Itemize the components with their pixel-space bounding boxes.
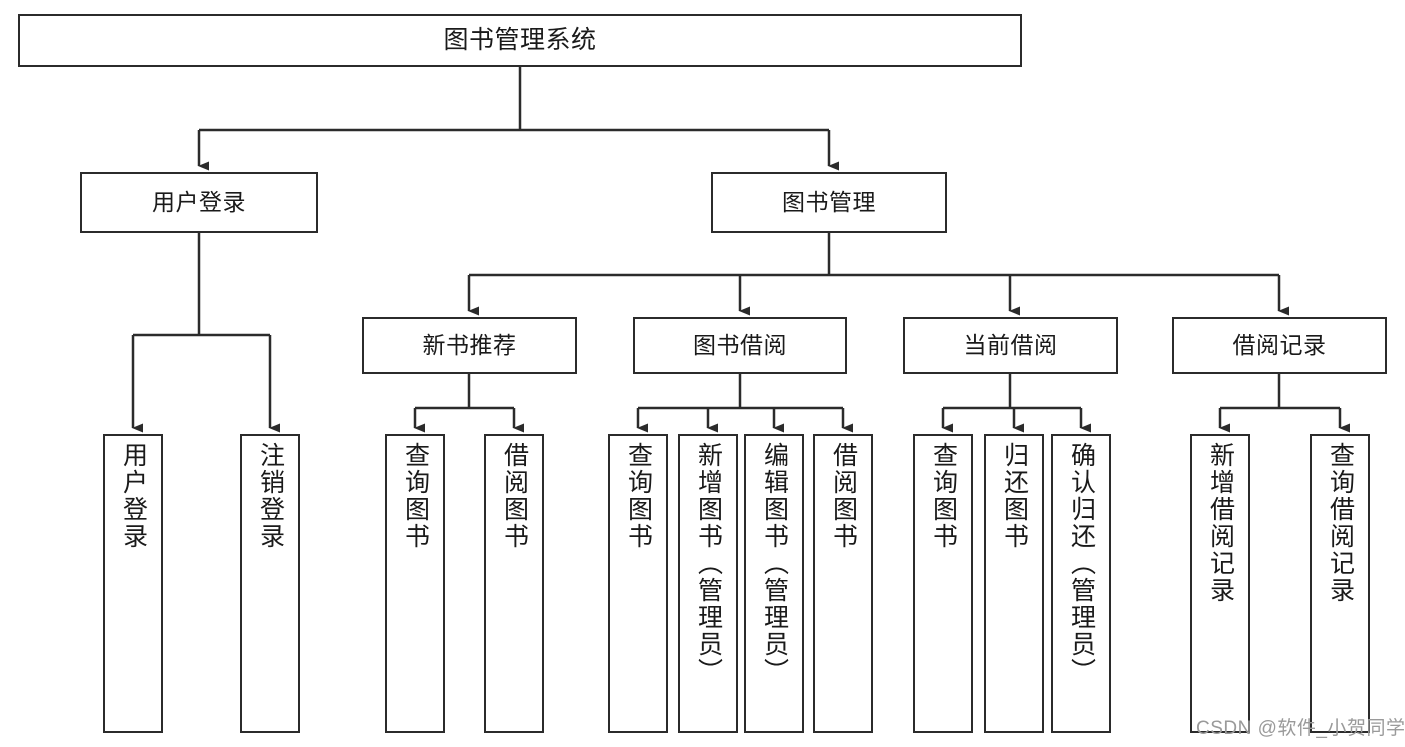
node-leaf-query-borrow-record[interactable]: 查询借阅记录 <box>1310 434 1370 733</box>
node-leaf-query-book-borrow-label: 查询图书 <box>624 442 653 550</box>
node-book-borrow-label: 图书借阅 <box>693 331 787 358</box>
node-leaf-return-book[interactable]: 归还图书 <box>984 434 1044 733</box>
node-user-login-label: 用户登录 <box>152 188 246 215</box>
node-leaf-logout-label: 注销登录 <box>256 442 285 550</box>
node-book-borrow[interactable]: 图书借阅 <box>633 317 847 374</box>
node-leaf-add-book-admin-label: 新增图书（管理员） <box>694 442 723 685</box>
node-leaf-logout[interactable]: 注销登录 <box>240 434 300 733</box>
node-leaf-add-borrow-record-label: 新增借阅记录 <box>1206 442 1235 604</box>
node-leaf-return-book-label: 归还图书 <box>1000 442 1029 550</box>
node-borrow-records[interactable]: 借阅记录 <box>1172 317 1387 374</box>
node-new-book-recommend[interactable]: 新书推荐 <box>362 317 577 374</box>
node-leaf-query-book-recommend[interactable]: 查询图书 <box>385 434 445 733</box>
node-leaf-confirm-return-admin[interactable]: 确认归还（管理员） <box>1051 434 1111 733</box>
node-leaf-borrow-book[interactable]: 借阅图书 <box>813 434 873 733</box>
csdn-watermark: CSDN @软件_小贺同学 <box>1196 718 1405 739</box>
node-current-borrow[interactable]: 当前借阅 <box>903 317 1118 374</box>
node-leaf-confirm-return-admin-label: 确认归还（管理员） <box>1067 442 1096 685</box>
node-leaf-borrow-book-recommend[interactable]: 借阅图书 <box>484 434 544 733</box>
node-leaf-add-borrow-record[interactable]: 新增借阅记录 <box>1190 434 1250 733</box>
node-borrow-records-label: 借阅记录 <box>1232 331 1327 358</box>
node-leaf-user-login-label: 用户登录 <box>119 442 148 550</box>
node-leaf-edit-book-admin[interactable]: 编辑图书（管理员） <box>744 434 804 733</box>
node-book-management[interactable]: 图书管理 <box>711 172 947 233</box>
node-leaf-borrow-book-label: 借阅图书 <box>829 442 858 550</box>
node-leaf-query-book-recommend-label: 查询图书 <box>401 442 430 550</box>
node-book-management-label: 图书管理 <box>782 188 876 215</box>
node-leaf-edit-book-admin-label: 编辑图书（管理员） <box>760 442 789 685</box>
node-user-login[interactable]: 用户登录 <box>80 172 318 233</box>
node-leaf-user-login[interactable]: 用户登录 <box>103 434 163 733</box>
node-new-book-recommend-label: 新书推荐 <box>422 331 517 358</box>
node-leaf-add-book-admin[interactable]: 新增图书（管理员） <box>678 434 738 733</box>
node-leaf-query-borrow-record-label: 查询借阅记录 <box>1326 442 1355 604</box>
node-leaf-query-book-current[interactable]: 查询图书 <box>913 434 973 733</box>
node-leaf-query-book-current-label: 查询图书 <box>929 442 958 550</box>
node-current-borrow-label: 当前借阅 <box>963 331 1058 358</box>
node-leaf-borrow-book-recommend-label: 借阅图书 <box>500 442 529 550</box>
node-root-label: 图书管理系统 <box>443 25 597 54</box>
node-leaf-query-book-borrow[interactable]: 查询图书 <box>608 434 668 733</box>
node-root[interactable]: 图书管理系统 <box>18 14 1022 67</box>
